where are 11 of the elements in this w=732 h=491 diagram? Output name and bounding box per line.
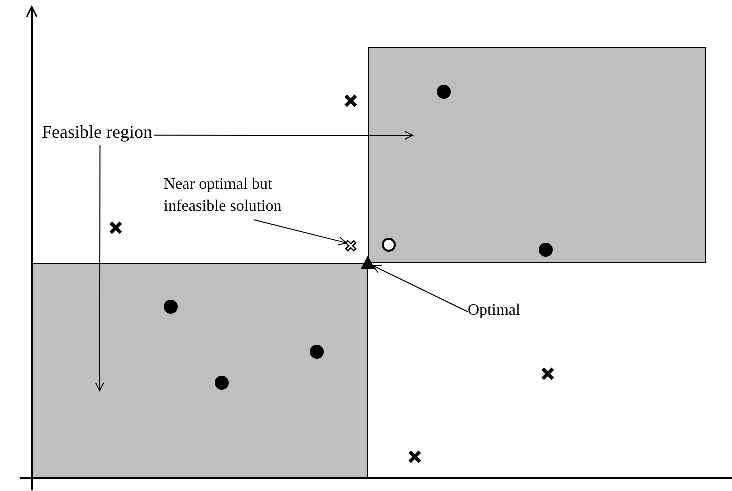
shaded-region [368, 47, 706, 263]
callout-text: Feasible region [42, 121, 154, 143]
leader-arrow [372, 265, 468, 312]
shaded-region [32, 263, 368, 478]
leader-arrow [154, 131, 414, 140]
infeasible-point-marker [344, 239, 358, 253]
callout-text: Optimal [468, 300, 548, 322]
leader-arrow [95, 144, 104, 392]
optimal-point-marker [361, 256, 375, 269]
callout-text: Near optimal but infeasible solution [164, 174, 334, 218]
leader-arrow [254, 220, 348, 246]
